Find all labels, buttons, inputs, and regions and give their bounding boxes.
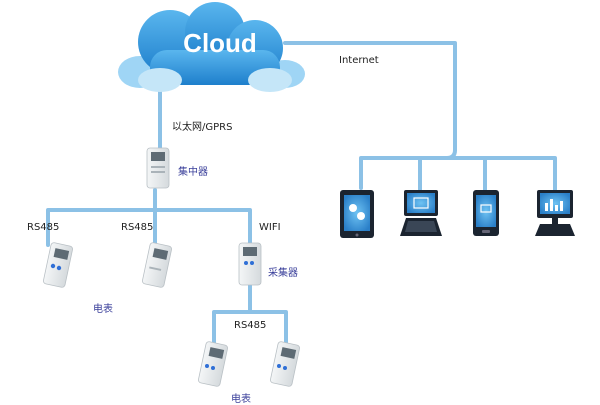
internet-branch-line: [359, 148, 557, 192]
collector-bus-line: [212, 283, 288, 347]
meter-icon: [198, 341, 228, 387]
monitor-icon: [535, 190, 575, 236]
phone-icon: [473, 190, 499, 236]
connection-lines: [46, 41, 557, 347]
rs485-left-label: RS485: [27, 222, 60, 233]
meter-group-label: 电表: [93, 304, 113, 315]
cloud-icon: [118, 2, 305, 92]
meter-icon: [270, 341, 300, 387]
meter-icon: [43, 242, 73, 288]
concentrator-icon: [146, 147, 170, 189]
tablet-icon: [340, 190, 374, 238]
uplink-label: 以太网/GPRS: [172, 122, 233, 133]
collector-label: 采集器: [268, 268, 298, 279]
rs485-mid-label: RS485: [121, 222, 154, 233]
concentrator-bus-line: [46, 188, 252, 247]
collector-icon: [238, 242, 262, 286]
internet-label: Internet: [339, 55, 379, 66]
meter-icon: [142, 242, 172, 288]
laptop-icon: [400, 190, 442, 236]
wifi-label: WIFI: [259, 222, 281, 233]
concentrator-label: 集中器: [178, 167, 208, 178]
cloud-to-internet-line: [283, 41, 457, 152]
cloud-label: Cloud: [183, 28, 257, 58]
meter-group-bottom-label: 电表: [231, 394, 251, 405]
rs485-sub-label: RS485: [234, 320, 267, 331]
